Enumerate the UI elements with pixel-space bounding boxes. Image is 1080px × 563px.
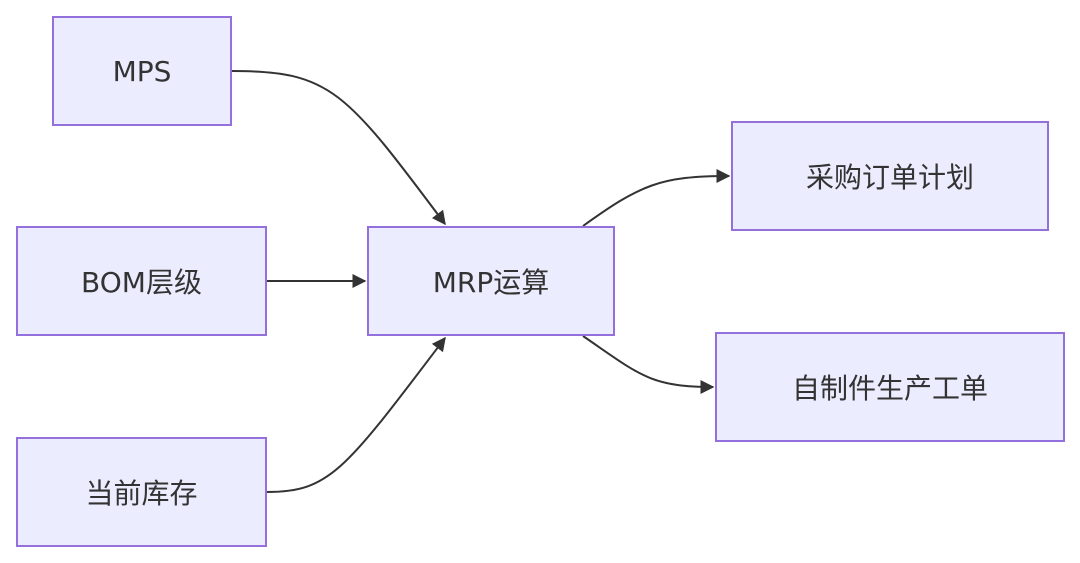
node-current-stock: 当前库存 xyxy=(16,437,267,547)
node-purchase-order-plan: 采购订单计划 xyxy=(731,121,1049,231)
node-label: 自制件生产工单 xyxy=(791,372,988,405)
edge-mrp-to-purchase xyxy=(582,169,731,227)
node-label: 当前库存 xyxy=(85,477,198,510)
node-label: MRP运算 xyxy=(432,266,550,299)
node-label: BOM层级 xyxy=(81,266,202,299)
node-mps: MPS xyxy=(52,16,232,126)
node-production-work-order: 自制件生产工单 xyxy=(715,332,1065,442)
node-mrp-calculation: MRP运算 xyxy=(367,226,615,336)
edge-mps-to-mrp xyxy=(231,70,446,226)
node-label: 采购订单计划 xyxy=(805,161,974,194)
edge-mrp-to-workorder xyxy=(582,335,715,394)
node-bom-levels: BOM层级 xyxy=(16,226,267,336)
node-label: MPS xyxy=(112,54,172,88)
edge-stock-to-mrp xyxy=(266,336,446,493)
